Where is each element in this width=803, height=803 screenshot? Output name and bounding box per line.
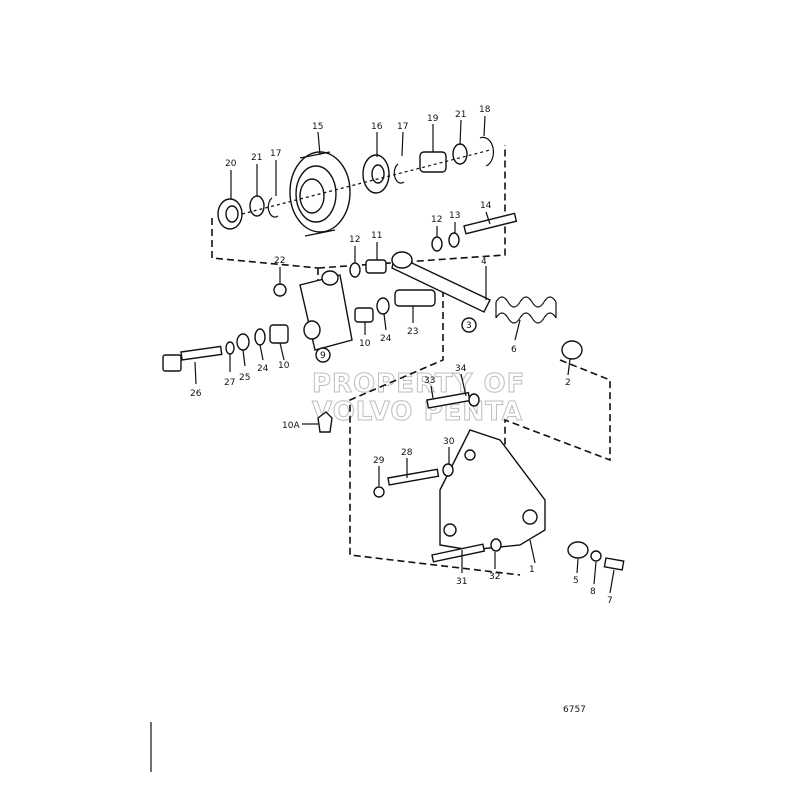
callout-22: 22 [274, 256, 285, 266]
washer-part-8 [590, 550, 602, 562]
callout-27: 27 [224, 378, 235, 388]
callout-24b: 24 [257, 364, 269, 374]
callout-29: 29 [373, 456, 385, 466]
callout-12: 12 [431, 215, 442, 225]
callout-16: 16 [371, 122, 383, 132]
callout-21b: 21 [251, 153, 262, 163]
washer-part-24 [376, 297, 390, 315]
circlip-part-17 [267, 197, 279, 218]
callout-19: 19 [427, 114, 439, 124]
washer-part-12b [431, 236, 443, 252]
washer-part-21b [452, 143, 468, 165]
callout-28: 28 [401, 448, 413, 458]
callout-32: 32 [489, 572, 500, 582]
callout-8: 8 [590, 587, 596, 597]
callout-24: 24 [380, 334, 392, 344]
callout-14: 14 [480, 201, 492, 211]
nut-part-22 [273, 283, 287, 297]
callout-6: 6 [511, 345, 517, 355]
washer-part-24b [254, 328, 266, 346]
callout-21: 21 [455, 110, 466, 120]
callout-26: 26 [190, 389, 202, 399]
circlip-part-18 [479, 136, 495, 167]
callout-31: 31 [456, 577, 467, 587]
ref-circle-9 [315, 347, 331, 363]
callout-30: 30 [443, 437, 455, 447]
bolt-part-7 [603, 557, 625, 571]
watermark: PROPERTY OF VOLVO PENTA [312, 369, 525, 428]
washer-part-25 [236, 333, 250, 351]
grease-nipple-part-10A [317, 411, 333, 433]
callout-18: 18 [479, 105, 491, 115]
callout-34: 34 [455, 364, 467, 374]
bracket-assembly [162, 270, 436, 433]
tensioner-arm-assembly [349, 212, 583, 360]
assembly-guide-lines [211, 145, 611, 576]
callout-11: 11 [371, 231, 382, 241]
sleeve-part-11 [365, 259, 387, 274]
washer-part-32 [490, 538, 502, 552]
mounting-bracket-part-1 [439, 429, 546, 551]
washer-part-30 [442, 463, 454, 477]
washer-part-12 [349, 262, 361, 278]
circlip-part-17b [393, 163, 405, 184]
bolt-part-23 [394, 289, 436, 307]
stud-part-28 [387, 468, 440, 486]
spring-part-6 [495, 296, 557, 324]
leader-lines [194, 115, 615, 594]
callout-33: 33 [424, 376, 435, 386]
callout-3: 3 [466, 321, 472, 331]
watermark-line-2: VOLVO PENTA [312, 397, 523, 427]
bolt-part-26 [180, 345, 223, 361]
washer-part-34 [468, 393, 480, 407]
callout-5: 5 [573, 576, 579, 586]
washer-part-21 [249, 195, 265, 217]
bolt-head-part-26 [162, 354, 182, 372]
callout-10: 10 [359, 339, 371, 349]
watermark-line-1: PROPERTY OF [312, 369, 525, 399]
callout-13: 13 [449, 211, 460, 221]
sleeve-part-10 [354, 307, 374, 323]
diagram-number: 6757 [563, 705, 586, 715]
washer-part-27 [225, 341, 235, 355]
callout-2: 2 [565, 378, 571, 388]
callout-17: 17 [397, 122, 408, 132]
part-callouts: 15 16 17 19 21 18 20 21 17 12 13 14 12 1… [190, 105, 613, 606]
washer-part-5 [567, 541, 589, 559]
ref-circle-3 [461, 317, 477, 333]
callout-7: 7 [607, 596, 613, 606]
nut-part-29 [373, 486, 385, 498]
callout-10b: 10 [278, 361, 290, 371]
callout-23: 23 [407, 327, 418, 337]
callout-10A: 10A [282, 421, 300, 431]
callout-15: 15 [312, 122, 323, 132]
bracket-part-9 [299, 274, 353, 351]
sleeve-part-10b [269, 324, 289, 344]
callout-25: 25 [239, 373, 250, 383]
callout-4: 4 [481, 257, 487, 267]
washer-part-13 [448, 232, 460, 248]
mounting-bracket-assembly [373, 391, 625, 571]
callout-17b: 17 [270, 149, 281, 159]
callout-1: 1 [529, 565, 535, 575]
callout-9: 9 [320, 351, 326, 361]
cap-part-2 [561, 340, 583, 360]
callout-12b: 12 [349, 235, 360, 245]
callout-20: 20 [225, 159, 237, 169]
bolt-part-31 [431, 543, 486, 563]
